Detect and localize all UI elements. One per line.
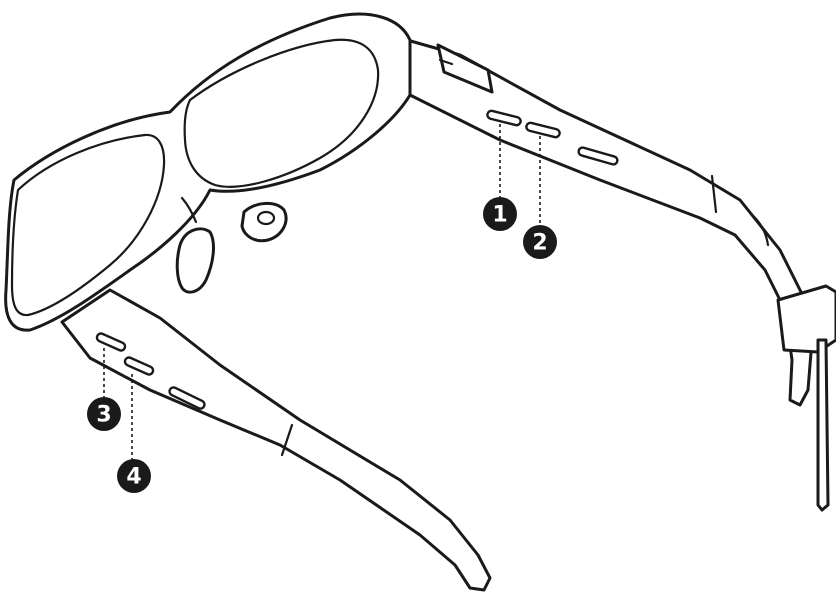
slot-1 [486, 109, 522, 127]
right-lens [183, 38, 380, 188]
right-hinge [436, 43, 494, 94]
left-temple-arm [60, 288, 492, 592]
callout-badge-4 [117, 459, 151, 493]
right-arm-slots [486, 109, 619, 166]
right-nose-pad [240, 202, 288, 243]
callout-label-1: 1 [492, 203, 507, 228]
slot-2 [525, 121, 561, 139]
callout-badge-2 [523, 225, 557, 259]
callout-badge-1 [483, 197, 517, 231]
slot-vent-left [168, 386, 206, 410]
right-temple-arm [398, 36, 836, 512]
callout-label-2: 2 [532, 231, 547, 256]
callout-label-4: 4 [126, 465, 141, 490]
leader-lines [103, 124, 541, 460]
callout-3: 3 [87, 397, 121, 431]
left-arm-slots [95, 332, 206, 410]
nose-pads [175, 196, 288, 294]
left-nose-pad [175, 227, 215, 294]
slot-4 [123, 356, 155, 376]
slot-3 [95, 332, 127, 352]
callout-label-3: 3 [96, 403, 111, 428]
callout-2: 2 [523, 225, 557, 259]
callout-badge-3 [87, 397, 121, 431]
callout-1: 1 [483, 197, 517, 231]
front-frame [4, 12, 412, 332]
left-lens [10, 133, 166, 317]
slot-vent-right [577, 146, 619, 166]
callout-4: 4 [117, 459, 151, 493]
